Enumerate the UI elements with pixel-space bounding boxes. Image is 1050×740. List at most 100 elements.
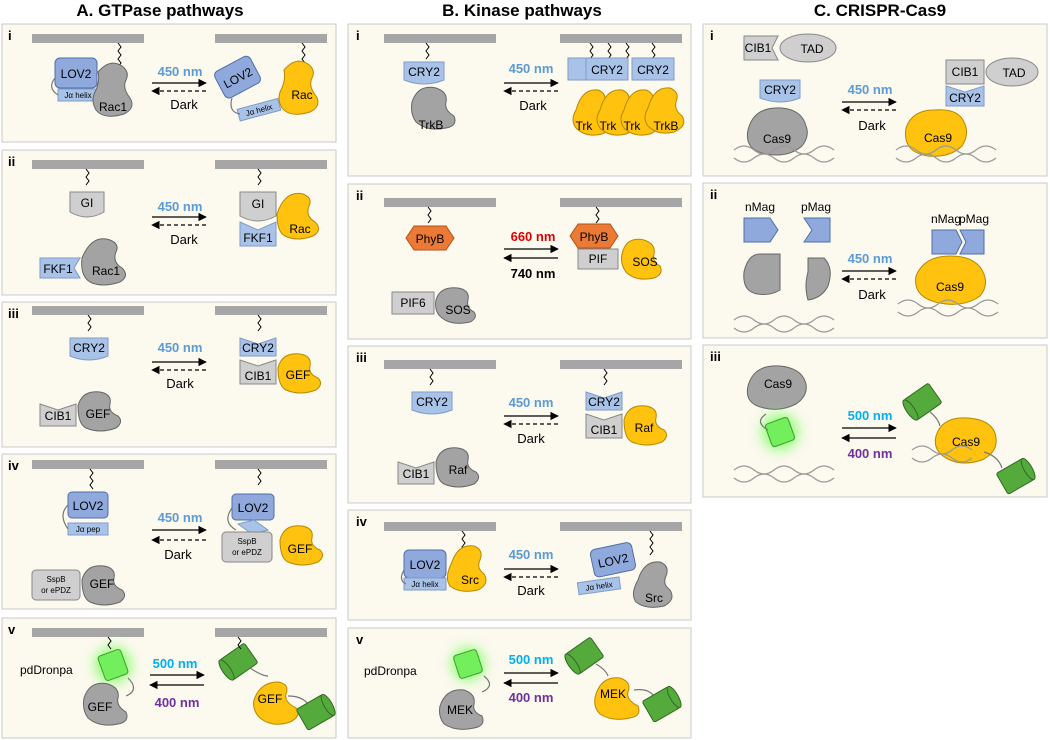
diagram-shape [733,473,835,483]
diagram-shape [569,223,619,249]
cib1-protein [743,35,779,61]
diagram-shape [595,206,600,224]
diagram-shape [564,653,581,675]
diagram-label: pMag [959,212,989,226]
diagram-shape [897,299,999,309]
panel-a-ii: ii GI FKF1 Rac1 450 nm Dark GI FKF1 Rac [1,149,337,296]
diagram-label: iii [710,349,721,364]
diagram-label: 500 nm [848,408,893,423]
diagram-shape [227,507,237,531]
diagram-shape [239,337,277,357]
diagram-shape [215,160,327,169]
diagram-shape [384,34,496,43]
diagram-shape [1020,457,1036,481]
diagram-label: Cas9 [764,377,792,391]
panel-b-i: i CRY2 TrkB 450 nm Dark CRY2 CRY2 Trk Tr… [347,23,692,177]
diagram-label: ii [356,188,363,203]
diagram-shape [576,576,622,596]
diagram-shape [397,461,435,485]
diagram-shape [89,468,94,490]
panel-b-ii: ii PhyB PIF6 SOS 660 nm 740 nm PhyB PIF … [347,183,692,340]
diagram-shape [384,198,496,207]
diagram-label: pdDronpa [364,664,417,678]
diagram-shape [666,685,682,709]
diagram-shape [585,57,629,81]
diagram-shape [911,453,973,463]
diagram-label: CIB1 [745,41,772,55]
diagram-label: i [710,28,714,43]
diagram-shape [107,636,112,650]
diagram-shape [435,287,476,324]
diagram-label: v [8,622,16,637]
panel-b-iii: iii CRY2 CIB1 Raf 450 nm Dark CRY2 CIB1 … [347,345,692,504]
diagram-shape [230,97,241,115]
diagram-label: CRY2 [416,395,448,409]
diagram-shape [649,530,654,556]
diagram-label: Dark [166,376,194,391]
diagram-shape [257,314,262,332]
diagram-label: CRY2 [588,395,620,409]
diagram-shape [81,565,126,606]
ja-helix-label: Jα helix [64,91,91,100]
diagram-shape [585,391,623,411]
diagram-shape [391,291,435,315]
diagram-shape [85,168,90,186]
diagram-label: GEF [86,407,111,421]
diagram-label: CRY2 [408,65,440,79]
diagram-shape [32,628,144,637]
diagram-label: 660 nm [511,229,556,244]
gi-protein [69,191,105,218]
diagram-label: 400 nm [509,690,554,705]
diagram-shape [743,253,781,295]
diagram-label: PhyB [416,232,445,246]
diagram-shape [403,577,447,591]
diagram-label: Dark [517,583,545,598]
diagram-shape [733,145,835,155]
diagram-label: PIF [589,252,608,266]
diagram-label: 450 nm [848,251,893,266]
membrane [215,34,327,43]
diagram-shape [249,667,269,677]
diagram-label: iv [356,514,368,529]
diagram-label: 450 nm [158,199,203,214]
diagram-label: 450 nm [509,395,554,410]
diagram-shape [929,411,941,427]
diagram-shape [51,77,59,96]
diagram-label: ii [710,187,717,202]
rac1-label: Rac1 [99,100,127,114]
diagram-label: Jα helix [585,580,613,593]
diagram-shape [257,468,262,486]
diagram-label: GEF [258,692,283,706]
diagram-shape [287,695,309,705]
diagram-shape [384,360,496,369]
diagram-shape [560,522,682,531]
diagram-label: Cas9 [924,131,952,145]
diagram-shape [733,315,835,325]
diagram-label: 450 nm [848,82,893,97]
diagram-label: SOS [445,303,470,317]
diagram-label: 450 nm [158,340,203,355]
rac-protein-active [276,192,319,240]
diagram-shape [577,248,619,270]
diagram-shape [239,191,277,222]
diagram-label: CRY2 [73,341,105,355]
diagram-label: MEK [447,703,473,717]
diagram-shape [915,255,986,305]
diagram-shape [632,561,673,608]
pmag-domain [803,217,831,243]
diagram-label: GEF [288,542,313,556]
diagram-label: CRY2 [242,341,274,355]
diagram-label: Src [645,591,663,605]
diagram-shape [945,85,985,107]
diagram-shape [931,229,963,255]
diagram-shape [1,453,337,610]
diagram-shape [895,145,997,155]
panel-a-iv: iv LOV2 Jα pep SspB or ePDZ GEF 450 nm D… [1,453,337,610]
diagram-label: CIB1 [403,467,430,481]
diagram-shape [481,675,491,693]
diagram-shape [411,391,453,415]
diagram-label: 450 nm [509,61,554,76]
diagram-shape [279,525,324,566]
diagram-shape [446,545,487,592]
diagram-label: LOV2 [410,558,441,572]
